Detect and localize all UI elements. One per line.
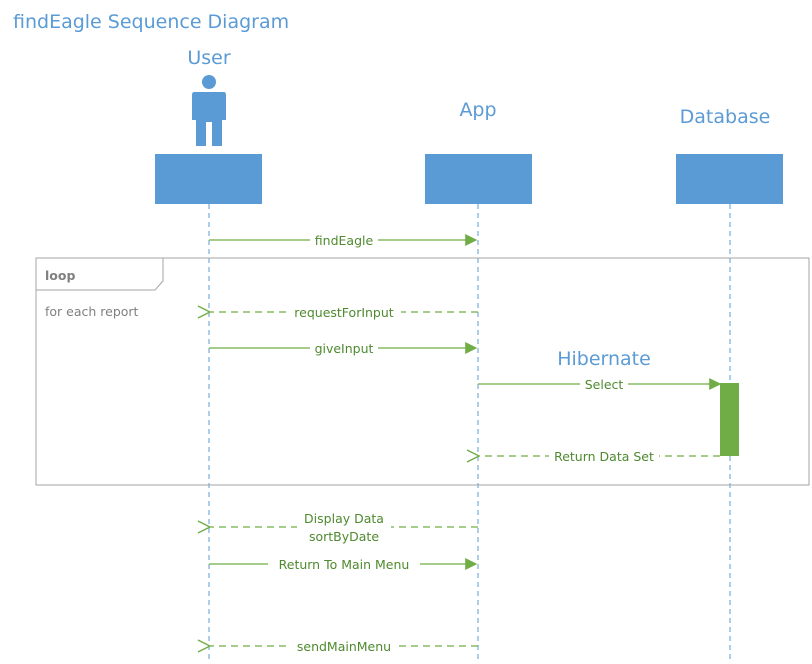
activation-bar-database xyxy=(720,383,739,456)
message-requestforinput: requestForInput xyxy=(210,304,478,320)
message-label: Display Data xyxy=(304,511,384,526)
message-label: Select xyxy=(585,377,624,392)
message-label-2: sortByDate xyxy=(309,529,379,544)
message-select: Select xyxy=(478,376,722,392)
lifeline-box-database xyxy=(676,154,783,204)
message-label: sendMainMenu xyxy=(297,639,391,654)
message-return-data-set: Return Data Set xyxy=(479,448,720,464)
message-label: Return Data Set xyxy=(554,449,654,464)
message-display-data: Display Data sortByDate xyxy=(210,510,478,544)
message-label: findEagle xyxy=(315,233,374,248)
message-sendmainmenu: sendMainMenu xyxy=(210,638,478,654)
diagram-title: findEagle Sequence Diagram xyxy=(13,11,289,33)
message-giveinput: giveInput xyxy=(209,340,478,356)
message-findeagle: findEagle xyxy=(209,232,478,248)
message-label: giveInput xyxy=(315,341,374,356)
user-person-icon xyxy=(192,75,226,146)
lifeline-box-user xyxy=(155,154,262,204)
loop-condition: for each report xyxy=(45,304,139,319)
loop-frame-tab xyxy=(36,258,164,291)
loop-label: loop xyxy=(45,268,75,283)
actor-label-user: User xyxy=(187,47,230,69)
message-label: requestForInput xyxy=(294,305,394,320)
message-label: Return To Main Menu xyxy=(279,557,410,572)
loop-frame xyxy=(35,257,810,486)
message-return-to-main-menu: Return To Main Menu xyxy=(209,556,478,572)
actor-label-app: App xyxy=(459,99,496,121)
hibernate-note: Hibernate xyxy=(557,348,651,370)
lifeline-box-app xyxy=(425,154,532,204)
actor-label-database: Database xyxy=(680,106,771,128)
